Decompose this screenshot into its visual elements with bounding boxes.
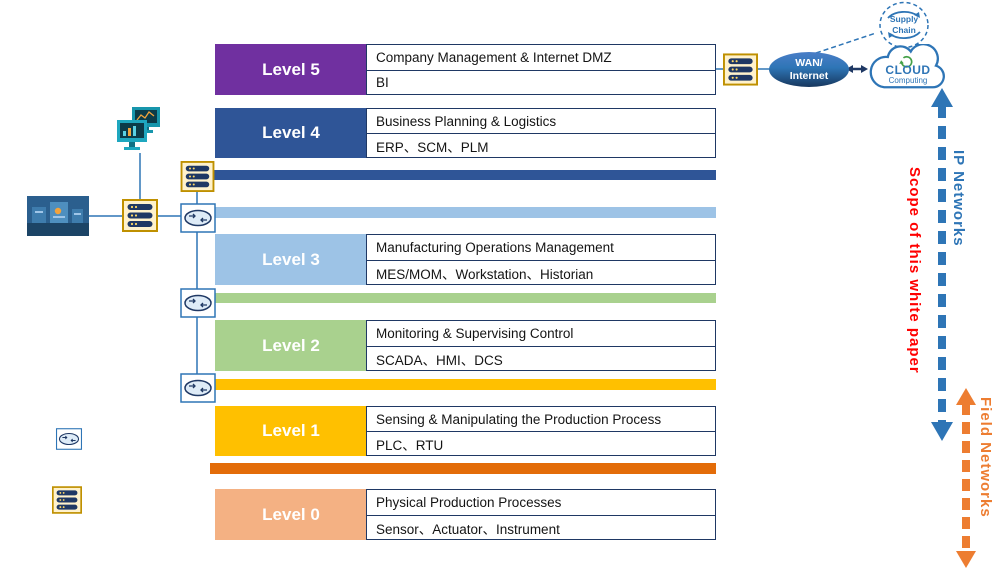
level-1-label-text: Level 1 [262,421,320,440]
ip-arrow-down-icon [931,422,953,441]
workstation-monitors-icon [117,107,160,150]
level-2-title-text: Monitoring & Supervising Control [376,326,574,341]
level-1-title-text: Sensing & Manipulating the Production Pr… [376,411,662,427]
supply-chain-badge: Supply Chain [878,1,930,49]
plant-switch-icon [122,199,158,232]
level-4-title: Business Planning & Logistics [366,108,716,134]
level-4-subtitle: ERP、SCM、PLM [366,133,716,158]
network-bar-level4 [210,170,716,180]
level-5-label: Level 5 [215,44,367,95]
level-5-title: Company Management & Internet DMZ [366,44,716,71]
network-bar-level1 [210,379,716,390]
cloud-label-line2: Computing [888,76,928,85]
level-0-subtitle: Sensor、Actuator、Instrument [366,515,716,540]
level-5-subtitle-text: BI [376,75,389,90]
level-3-label: Level 3 [215,234,367,285]
arrowhead-right-icon [861,65,868,73]
level-2-subtitle: SCADA、HMI、DCS [366,346,716,371]
level-1-subtitle: PLC、RTU [366,431,716,456]
supply-chain-line2: Chain [892,24,916,35]
level-0-title-text: Physical Production Processes [376,495,562,510]
level-3-label-text: Level 3 [262,249,320,269]
wan-label-line2: Internet [789,69,829,82]
ip-arrow-up-icon [931,88,953,107]
supply-chain-label: Supply Chain [878,14,930,35]
level-4-title-text: Business Planning & Logistics [376,113,557,129]
level-0-label-text: Level 0 [262,504,320,524]
factory-floor-image [27,196,89,236]
scope-label: Scope of this white paper [906,167,923,374]
network-bar-level2 [210,293,716,303]
level-4-subtitle-text: ERP、SCM、PLM [376,139,489,155]
level-2-subtitle-text: SCADA、HMI、DCS [376,352,503,368]
level-0-subtitle-text: Sensor、Actuator、Instrument [376,521,560,537]
level-5-title-text: Company Management & Internet DMZ [376,50,612,65]
level-0-title: Physical Production Processes [366,489,716,516]
field-switch-icon [52,486,82,514]
level-3-title: Manufacturing Operations Management [366,234,716,261]
level-4-label: Level 4 [215,108,367,158]
wan-label-line1: WAN/ [795,57,823,70]
level-2-label-text: Level 2 [262,335,320,355]
field-router-icon [55,428,83,450]
network-bar-level0 [210,463,716,474]
level-3-title-text: Manufacturing Operations Management [376,240,614,255]
wan-internet-cloud: WAN/ Internet [769,52,849,87]
supply-chain-line1: Supply [889,14,919,24]
level-2-title: Monitoring & Supervising Control [366,320,716,347]
level-1-label: Level 1 [215,406,367,456]
level-5-subtitle: BI [366,70,716,95]
level-1-subtitle-text: PLC、RTU [376,437,444,453]
level-5-label-text: Level 5 [262,59,320,79]
line-wan-supplychain [815,32,877,54]
cloud-computing-icon [869,44,945,89]
router-level2-icon [180,288,216,318]
level-2-label: Level 2 [215,320,367,371]
field-networks-label: Field Networks [977,397,994,518]
arrowhead-left-icon [846,65,853,73]
router-level3-icon [180,203,216,233]
cloud-computing: CLOUD Computing [864,44,952,92]
backbone-switch-icon [180,161,215,192]
network-bar-level3 [210,207,716,218]
level-3-subtitle-text: MES/MOM、Workstation、Historian [376,266,594,282]
router-level1-icon [180,373,216,403]
level-4-label-text: Level 4 [262,123,320,142]
level-0-label: Level 0 [215,489,367,540]
field-arrow-up-icon [956,388,976,405]
cloud-label-line1: CLOUD [885,63,931,77]
ip-networks-label: IP Networks [950,150,967,247]
level-3-subtitle: MES/MOM、Workstation、Historian [366,260,716,285]
level-1-title: Sensing & Manipulating the Production Pr… [366,406,716,432]
field-arrow-down-icon [956,551,976,568]
dmz-switch-icon [723,53,758,86]
